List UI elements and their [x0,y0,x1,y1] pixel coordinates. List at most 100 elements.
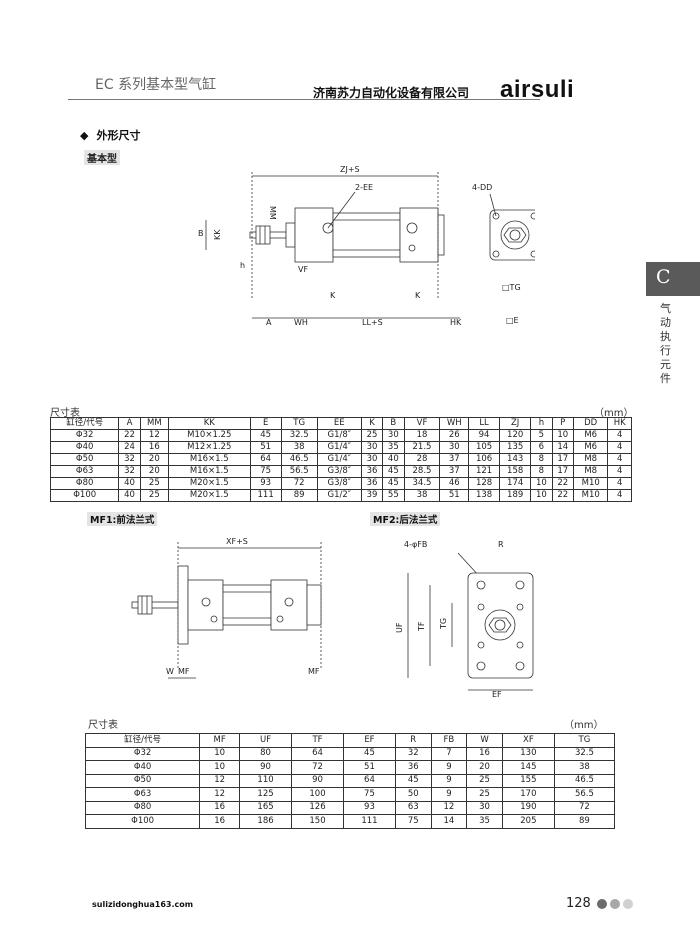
column-header: 缸径/代号 [49,417,120,430]
table-cell: 38 [280,441,318,454]
label-k-rear: K [415,291,421,300]
column-header: FB [430,733,468,748]
column-header: TG [280,417,318,430]
table-cell: 12 [199,787,241,802]
table-cell: 45 [382,477,405,490]
page-dot-icon [610,899,620,909]
table-cell: 64 [342,773,396,788]
table-cell: 10 [199,760,241,775]
table-cell: 150 [291,814,344,829]
table-cell: 46.5 [280,453,318,466]
table-cell: 38 [403,489,441,502]
table-cell: 80 [239,746,293,761]
table-cell: 170 [501,787,555,802]
basic-cylinder-drawing: ZJ+S 2-EE MM B KK h VF K K A WH LL+S HK … [198,165,535,327]
table-cell: M10 [572,489,609,502]
table-cell: 20 [466,760,503,775]
table-cell: M10×1.25 [167,429,251,442]
table-cell: 36 [394,760,432,775]
label-b: B [198,229,204,238]
table-cell: 4 [607,489,632,502]
label-r: R [498,540,504,549]
port-rear-icon [406,222,418,234]
table-cell: Φ40 [49,441,120,454]
table-cell: M6 [572,441,609,454]
front-flange [177,565,189,645]
table-cell: 45 [394,773,432,788]
label-dd: 4-DD [472,183,492,192]
table-cell: 130 [501,746,555,761]
table-cell: 51 [342,760,396,775]
table-cell: 56.5 [280,465,318,478]
table-cell: 5 [530,429,553,442]
column-header: ZJ [499,417,532,430]
column-header: UF [239,733,293,748]
table-cell: 155 [501,773,555,788]
table-cell: G1/4″ [316,453,362,466]
table-cell: 4 [607,477,632,490]
column-header: W [466,733,503,748]
table-cell: 50 [394,787,432,802]
table-cell: Φ63 [84,787,201,802]
label-tg-mf2: TG [439,618,448,630]
table-cell: 18 [403,429,441,442]
table-cell: 16 [139,441,169,454]
column-header: EF [342,733,396,748]
table-cell: 25 [139,489,169,502]
table-cell: 10 [530,489,553,502]
section-title-text: 外形尺寸 [96,129,141,142]
table-cell: 32 [118,453,141,466]
table-cell: 28 [403,453,441,466]
table-cell: 45 [382,465,405,478]
column-header: P [551,417,574,430]
table-cell: 32.5 [280,429,318,442]
label-vf: VF [298,265,308,274]
table-cell: 105 [467,441,501,454]
table-cell: Φ80 [84,800,201,815]
table-cell: 145 [501,760,555,775]
table-cell: 12 [139,429,169,442]
table-cell: M20×1.5 [167,489,251,502]
table-cell: 17 [551,465,574,478]
label-wh: WH [294,318,308,327]
table-cell: 106 [467,453,501,466]
table-cell: 40 [382,453,405,466]
table-cell: M16×1.5 [167,465,251,478]
column-header: 缸径/代号 [84,733,201,748]
page-number: 128 [566,896,591,911]
table-cell: Φ50 [49,453,120,466]
label-e: □E [506,316,519,325]
table-cell: G1/4″ [316,441,362,454]
table-cell: 90 [291,773,344,788]
table-cell: 120 [499,429,532,442]
label-hk: HK [450,318,462,327]
table-cell: 30 [360,453,384,466]
table-cell: 7 [430,746,468,761]
table-cell: 93 [249,477,282,490]
table-cell: Φ80 [49,477,120,490]
table-cell: 174 [499,477,532,490]
table-cell: 55 [382,489,405,502]
table-cell: 30 [382,429,405,442]
table-cell: 25 [466,773,503,788]
table-cell: 40 [118,489,141,502]
table-cell: 45 [342,746,396,761]
label-kk: KK [213,229,222,240]
column-header: WH [439,417,469,430]
table-cell: 38 [553,760,616,775]
table-cell: 46.5 [553,773,616,788]
table-cell: 4 [607,429,632,442]
table-cell: 35 [382,441,405,454]
table-cell: 190 [501,800,555,815]
table-cell: 22 [551,477,574,490]
table-cell: 32 [394,746,432,761]
rear-cover [399,207,439,263]
table-cell: 25 [360,429,384,442]
table-cell: 111 [342,814,396,829]
table-cell: Φ32 [84,746,201,761]
mf2-label: MF2:后法兰式 [370,512,441,526]
